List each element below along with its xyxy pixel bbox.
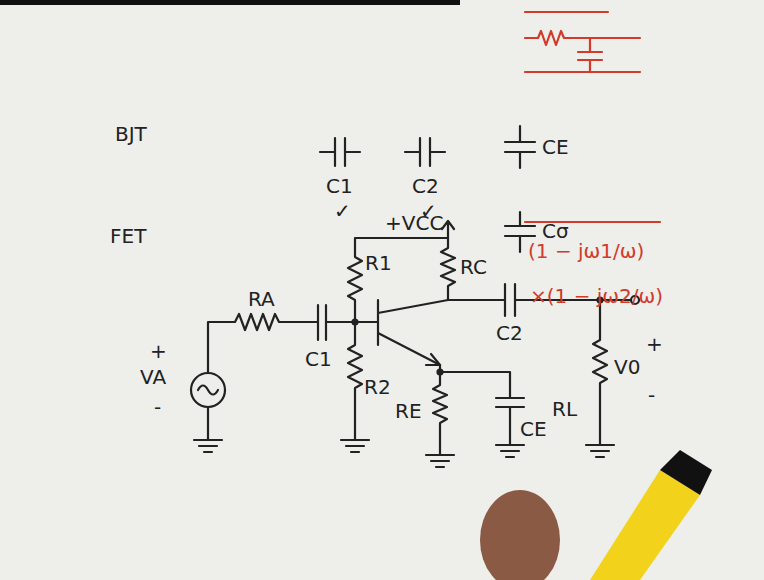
resistor-rc bbox=[441, 238, 455, 300]
component-label: RE bbox=[395, 400, 422, 422]
resistor-re bbox=[426, 365, 454, 467]
component-label: RA bbox=[248, 288, 275, 310]
marker-barrel bbox=[590, 470, 700, 580]
voltage-source bbox=[191, 373, 225, 407]
component-label: RC bbox=[460, 256, 487, 278]
ground-symbol bbox=[194, 407, 222, 452]
capacitor-ce bbox=[440, 372, 524, 457]
marker-tip bbox=[660, 450, 712, 495]
vcc-arrow bbox=[442, 221, 454, 238]
component-label: R2 bbox=[364, 376, 391, 398]
polarity-mark: - bbox=[648, 384, 655, 406]
capacitor-label: C2 bbox=[412, 175, 439, 197]
signal-label: VA bbox=[140, 366, 166, 388]
capacitor-c1 bbox=[318, 305, 355, 340]
red-sketch bbox=[525, 31, 640, 72]
capacitor-symbol bbox=[505, 126, 535, 168]
supply-label: +VCC bbox=[385, 212, 443, 234]
polarity-mark: + bbox=[150, 340, 167, 362]
capacitor-symbol bbox=[320, 138, 360, 166]
signal-label: V0 bbox=[614, 356, 640, 378]
component-label: R1 bbox=[365, 252, 392, 274]
resistor-rl bbox=[586, 300, 614, 457]
capacitor-label: Cσ bbox=[542, 220, 569, 242]
resistor-ra bbox=[208, 314, 318, 373]
heading-text: BJT bbox=[115, 123, 147, 145]
factor-text: ×(1 − jω2/ω) bbox=[530, 285, 663, 307]
component-label: CE bbox=[520, 418, 547, 440]
finger bbox=[480, 490, 560, 580]
factor-text: (1 − jω1/ω) bbox=[528, 240, 644, 262]
emitter-lead bbox=[378, 333, 440, 365]
red-underline bbox=[525, 11, 608, 13]
capacitor-label: C1 bbox=[326, 175, 353, 197]
component-label: C1 bbox=[305, 348, 332, 370]
heading-text: FET bbox=[110, 225, 146, 247]
check-mark: ✓ bbox=[334, 200, 351, 222]
component-label: C2 bbox=[496, 322, 523, 344]
transistor-symbol bbox=[355, 300, 448, 345]
source-wave bbox=[198, 386, 218, 395]
board-edge bbox=[0, 0, 460, 5]
polarity-mark: - bbox=[154, 396, 161, 418]
capacitor-symbol bbox=[405, 138, 445, 166]
polarity-mark: + bbox=[646, 333, 663, 355]
emitter-arrow bbox=[426, 354, 440, 365]
component-label: RL bbox=[552, 398, 577, 420]
capacitor-label: CE bbox=[542, 136, 569, 158]
